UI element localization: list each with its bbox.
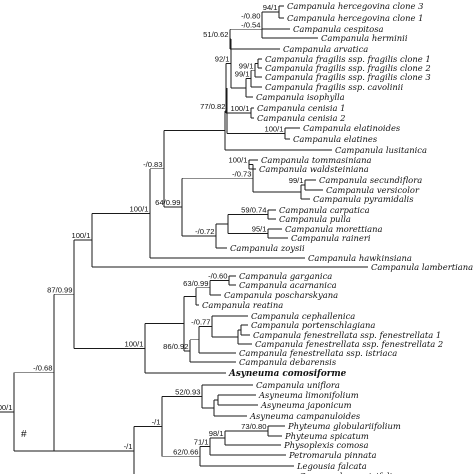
node-support-value: -/0.80 [241,12,260,21]
taxon-label: Campanula fragilis ssp. fragilis clone 1 [265,54,431,64]
node-support-value: 64/0.99 [155,198,180,207]
node-support-value: -/0.68 [33,364,52,373]
taxon-label: Asyneuma comosiforme [228,369,347,379]
node-support-value: 100/1 [264,125,283,134]
node-support-value: 100/1 [129,204,148,213]
taxon-label: Campanula versicolor [326,185,420,195]
taxon-label: Campanula fenestrellata ssp. fenestrella… [255,339,443,349]
taxon-label: Campanula waldsteiniana [259,164,369,174]
node-support-value: 92/1 [215,54,230,63]
taxon-label: Phyteuma globulariifolium [287,421,401,431]
taxon-label: Campanula fenestrellata ssp. istriaca [239,348,397,358]
taxon-label: Campanula hercegovina clone 1 [287,13,423,23]
node-support-value: -/0.83 [143,160,162,169]
node-support-value: 95/1 [252,225,267,234]
node-support-value: 71/1 [194,438,209,447]
taxon-label: Campanula isophylla [256,92,345,102]
node-support-value: -/1 [124,442,133,451]
taxon-labels: Campanula hercegovina clone 3 Campanula h… [202,1,473,474]
taxon-label: Campanula elatines [293,134,378,144]
taxon-label: Campanula fragilis ssp. cavolinii [265,82,403,92]
taxon-label: Campanula carpatica [279,205,370,215]
node-support-value: 52/0.93 [175,388,200,397]
taxon-label: Campanula pyramidalis [313,194,414,204]
taxon-label: Asyneuma japonicum [260,400,352,410]
node-support-value: 62/0.66 [173,447,198,456]
node-support-value: -/0.72 [195,227,214,236]
node-support-value: 99/1 [235,70,250,79]
taxon-label: Campanula cenisia 2 [257,113,346,123]
taxon-label: Campanula pulla [279,214,351,224]
taxon-label: Campanula tommasiniana [261,155,372,165]
node-support-value: 59/0.74 [241,206,266,215]
node-support-value: 99/1 [239,61,254,70]
taxon-label: Campanula cephallenica [251,311,355,321]
taxon-label: Campanula hawkinsiana [308,253,412,263]
node-support-value: 99/1 [289,176,304,185]
node-support-value: 51/0.62 [203,30,228,39]
node-support-value: -/0.54 [241,20,260,29]
taxon-label: Campanula fragilis ssp. fragilis clone 2 [265,63,431,73]
node-support-value: 100/1 [71,231,90,240]
node-support-value: 100/1 [228,156,247,165]
taxon-label: Campanula zoysii [230,243,305,253]
taxon-label: Campanula poscharskyana [224,290,338,300]
taxon-label: Campanula garganica [239,271,332,281]
taxon-label: Campanula secundiflora [319,175,422,185]
taxon-label: Asyneuma campanuloides [249,411,361,421]
branch-break-marker: # [21,429,27,440]
node-support-value: 63/0.99 [183,279,208,288]
taxon-label: Campanula arvatica [283,44,368,54]
node-support-value: 98/1 [209,429,224,438]
taxon-label: Physoplexis comosa [283,440,368,450]
taxon-label: Campanula cenisia 1 [257,103,346,113]
taxon-label: Campanula debarensis [239,357,337,367]
taxon-label: Campanula morettiana [285,224,383,234]
taxon-label: Campanula persicifolia [299,471,397,474]
tree-branches [0,5,368,474]
taxon-label: Campanula raineri [291,233,371,243]
taxon-label: Campanula lusitanica [335,145,427,155]
taxon-label: Campanula acarnanica [239,280,337,290]
taxon-label: Campanula reatina [202,300,283,310]
taxon-label: Campanula fragilis ssp. fragilis clone 3 [265,72,431,82]
node-support-value: 77/0.82 [200,102,225,111]
node-support-value: 100/1 [124,339,143,348]
taxon-label: Legousia falcata [296,461,367,471]
taxon-label: Campanula portenschlagiana [251,320,375,330]
node-support-value: -/0.73 [232,169,251,178]
taxon-label: Phyteuma spicatum [284,431,369,441]
taxon-label: Petromarula pinnata [288,450,376,460]
node-support-value: -/0.77 [191,318,210,327]
taxon-label: Campanula elatinoides [303,123,401,133]
taxon-label: Campanula uniflora [256,380,340,390]
taxon-label: Campanula lambertiana [371,262,473,272]
node-support-value: -/1 [152,417,161,426]
node-support-value: 73/0.80 [241,422,266,431]
taxon-label: Campanula hercegovina clone 3 [287,1,423,11]
node-support-value: 100/1 [0,403,13,412]
taxon-label: Campanula herminii [321,33,408,43]
taxon-label: Campanula cespitosa [293,24,384,34]
node-support-value: 87/0.99 [47,285,72,294]
support-values: 94/1-/0.80-/0.5451/0.6299/199/192/1100/1… [0,3,304,456]
node-support-value: -/0.60 [208,272,227,281]
node-support-value: 100/1 [230,104,249,113]
taxon-label: Asyneuma limonifolium [258,390,359,400]
node-support-value: 94/1 [263,3,278,12]
node-support-value: 86/0.92 [163,342,188,351]
taxon-label: Campanula fenestrellata ssp. fenestrella… [253,330,441,340]
